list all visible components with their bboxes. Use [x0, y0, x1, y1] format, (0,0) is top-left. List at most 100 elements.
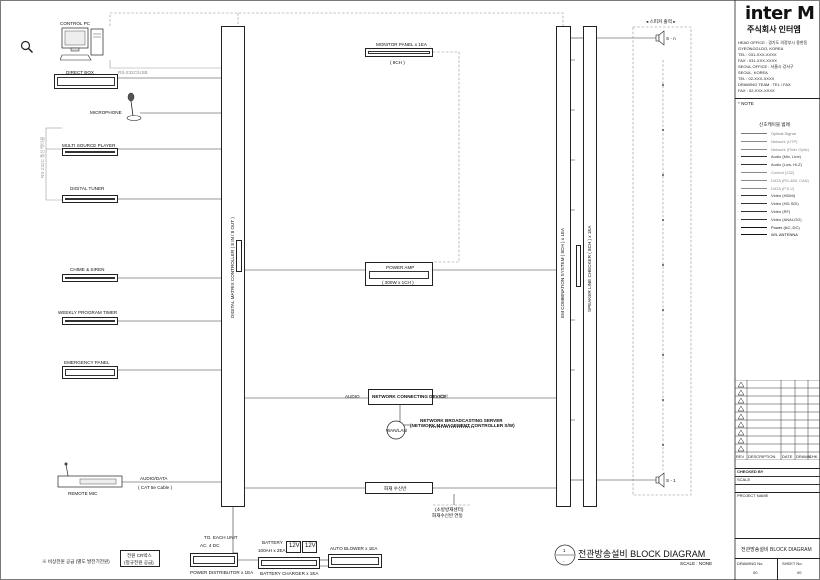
company-logo-sub: 주식회사 인터엠	[747, 25, 801, 34]
wan-lan-cloud-icon	[384, 420, 408, 440]
audio-data-label: AUDIO/DATA	[140, 476, 168, 481]
drawing-title-block: 전관방송설비 BLOCK DIAGRAM	[741, 547, 812, 553]
detail-sheet: -	[563, 559, 565, 564]
legend-row: W/L ANTENNA	[739, 231, 819, 238]
legend-line-swatch	[741, 211, 767, 212]
network-connecting-device: NETWORK CONNECTING DEVICE	[368, 389, 446, 405]
legend-row: Video (HD-SDI)	[739, 200, 819, 207]
legend-line-swatch	[741, 164, 767, 166]
monitor-panel	[365, 48, 433, 57]
sheet-no-label: SHEET No.	[782, 561, 803, 566]
legend-label: Optical Signal	[771, 131, 796, 136]
legend-row: Power (AC, DC)	[739, 224, 819, 231]
to-each-unit-label: TO. EACH UNIT	[204, 535, 238, 540]
control-pc-label: CONTROL PC	[60, 21, 90, 26]
drawing-no-value: 00	[753, 570, 758, 575]
direct-box	[54, 74, 118, 89]
rev-header-description: DESCRIPTION	[748, 454, 776, 459]
legend-label: Network (Fiber Optic)	[771, 146, 810, 152]
cat5e-label: ( CAT 5e Cable )	[138, 485, 173, 490]
legend-row: DATA (RS-485, CAN)	[739, 177, 819, 184]
legend-row: Video (RF)	[739, 208, 819, 215]
scale-label: SCALE	[737, 477, 751, 482]
legend-line-swatch	[741, 218, 767, 220]
legend-line-swatch	[741, 203, 767, 205]
legend-label: Audio (Mic, Line)	[771, 154, 802, 160]
rev-header-date: DATE	[782, 454, 793, 459]
project-name-label: PROJECT NAME	[737, 493, 769, 498]
wan-lan-label: WAN/LAN	[386, 428, 407, 433]
legend-row: Network (Fiber Optic)	[739, 146, 819, 153]
battery-label: BATTERY	[262, 540, 283, 545]
em-combination-system	[556, 26, 571, 507]
legend-line-swatch	[741, 179, 767, 181]
em-system-label: EM COMBINATION SYSTEM ( 8CH ) x 1EA	[560, 227, 565, 318]
battery-spec: 100AH x 2EA	[258, 548, 286, 553]
legend-row: Network (UTP)	[739, 138, 819, 145]
power-box-label: 전원 CR박스	[127, 553, 152, 558]
network-device-label: NETWORK CONNECTING DEVICE	[372, 394, 447, 399]
direct-box-label: DIRECT BOX	[66, 70, 94, 75]
legend-label: Audio (Low, Hi-Z)	[771, 162, 802, 168]
speaker-line-checker	[583, 26, 597, 507]
drawing-no-label: DRAWING No.	[737, 561, 764, 566]
company-info-line: DRAWING TEAM : TEL / FAX	[738, 82, 791, 87]
diagram-title: 전관방송설비 BLOCK DIAGRAM	[578, 549, 706, 559]
rev-header-rev: REV	[736, 454, 745, 459]
legend-row: DATA (P.S.V)	[739, 185, 819, 192]
rs232-top-label: RS-232C/USB	[118, 70, 148, 75]
legend-title: 신호케이블 범례	[759, 122, 790, 127]
battery-charger	[258, 557, 320, 569]
remote-mic-label: REMOTE MIC	[68, 491, 98, 496]
audio-gray-label: 음성	[440, 394, 449, 399]
weekly-timer-label: WEEKLY PROGRAM TIMER	[58, 310, 118, 315]
company-info-line: TEL : 031-XXX-XXXX	[738, 52, 777, 57]
speaker-output-header: ◂ 스피커 출력 ▸	[646, 19, 676, 24]
sheet-no-value: 00	[797, 570, 802, 575]
network-server-sub: (NETWORK MANAGEMENT CONTROLLER S/W)	[410, 423, 515, 428]
fire-note-2: 화재수신반 연동	[432, 513, 463, 518]
legend-line-swatch	[741, 172, 767, 173]
weekly-program-timer	[62, 317, 118, 325]
rev-header-drawn: DRAWN	[796, 454, 811, 459]
battery-charger-label: BATTERY CHARGER x 1EA	[260, 571, 319, 576]
battery-cell-1: 12V	[286, 541, 301, 553]
company-info-line: FAX : 02-XXX-XXXX	[738, 88, 775, 93]
speaker-checker-label: SPEAKER LINE CHECKER ( 8CH ) x 1EA	[587, 225, 592, 312]
speaker-zone-n: S - n	[666, 36, 676, 41]
chime-siren-unit	[62, 274, 118, 282]
legend-line-swatch	[741, 133, 767, 134]
title-block: inter M 주식회사 인터엠 HEAD OFFICE : 경기도 의정부시 …	[735, 0, 820, 580]
digital-tuner-label: DIGITAL TUNER	[70, 186, 105, 191]
power-box-sub: (정규전원 공급)	[124, 560, 154, 565]
legend-line-swatch	[741, 234, 767, 236]
revision-table: REV DESCRIPTION DATE DRAWN CHK	[735, 380, 820, 460]
legend-row: Audio (Low, Hi-Z)	[739, 161, 819, 168]
power-distributor	[190, 553, 238, 567]
matrix-controller-label: DIGITAL MATRIX CONTROLLER ( 8 IN / 8 OUT…	[230, 217, 235, 318]
auto-blower-label: AUTO BLOWER x 1EA	[330, 546, 378, 551]
power-amp-label: POWER AMP	[386, 265, 415, 270]
microphone-icon	[118, 92, 144, 122]
note-heading: * NOTE	[738, 101, 754, 106]
legend-label: Power (AC, DC)	[771, 224, 800, 230]
digital-tuner	[62, 195, 118, 203]
multi-source-player-label: MULTI SOURCE PLAYER	[62, 143, 116, 148]
multi-source-player	[62, 148, 118, 156]
speaker-zone-1: S - 1	[666, 478, 676, 483]
magnifier-icon[interactable]	[20, 40, 34, 54]
checker-port-block	[576, 245, 581, 287]
company-info-line: TEL : 02-XXX-XXXX	[738, 76, 775, 81]
power-amp: POWER AMP ( 300W x 1CH )	[365, 262, 433, 286]
chime-siren-label: CHIME & SIREN	[70, 267, 105, 272]
power-cr-box: 전원 CR박스 (정규전원 공급)	[120, 550, 160, 567]
legend-label: Video (RF)	[771, 209, 791, 214]
rs232-left-label: RS-232C 통신케이블	[40, 136, 45, 178]
legend-label: W/L ANTENNA	[771, 232, 798, 238]
emergency-panel	[62, 366, 118, 379]
company-info-line: GYEONGGI-DO, KOREA	[738, 46, 784, 51]
legend-label: DATA (P.S.V)	[771, 185, 795, 191]
legend-line-swatch	[741, 156, 767, 158]
legend-line-swatch	[741, 195, 767, 197]
